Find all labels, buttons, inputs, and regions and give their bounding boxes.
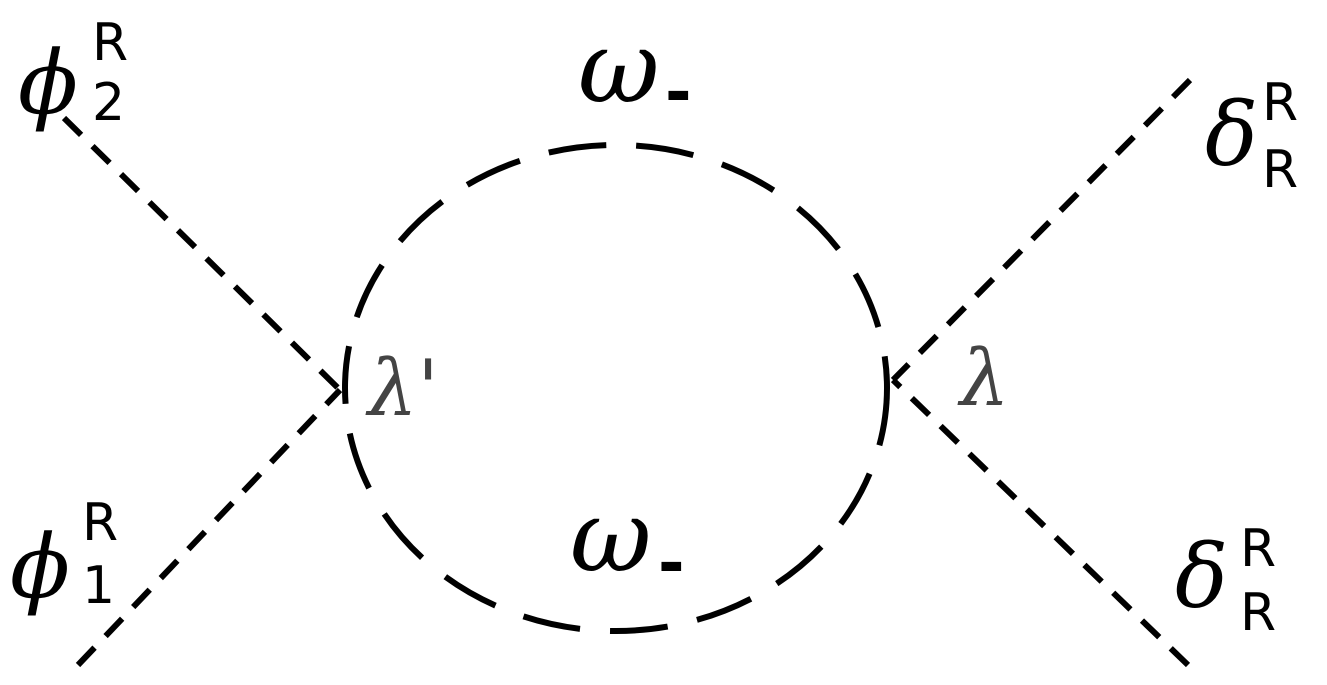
label-top-right-sup: R <box>1262 73 1298 133</box>
label-bottom-left-sub: 1 <box>82 556 115 616</box>
label-top-right-symbol: δ <box>1205 83 1258 186</box>
label-top-right: δ R R <box>1205 73 1298 200</box>
label-bottom-left: ϕ R 1 <box>10 493 118 618</box>
label-top-left: ϕ R 2 <box>18 13 128 134</box>
label-bottom-right-sub: R <box>1240 583 1276 643</box>
loop-bottom-symbol: ω <box>570 478 652 595</box>
leg-top-right <box>890 77 1193 383</box>
label-bottom-right-symbol: δ <box>1175 525 1228 628</box>
loop-top-symbol: ω <box>578 9 660 126</box>
label-bottom-right-sup: R <box>1240 519 1276 579</box>
loop-bottom-sub: - <box>658 527 685 601</box>
leg-bottom-right <box>890 377 1191 668</box>
label-bottom-left-symbol: ϕ <box>10 515 70 618</box>
leg-bottom-left <box>75 387 343 668</box>
label-bottom-left-sup: R <box>82 493 118 553</box>
loop-top-sub: - <box>665 56 692 130</box>
label-top-right-sub: R <box>1262 140 1298 200</box>
vertex-left-coupling: λ' <box>365 344 439 434</box>
loop-bottom-label: ω - <box>570 478 685 601</box>
loop <box>342 142 890 634</box>
label-top-left-sup: R <box>92 13 128 73</box>
loop-top-label: ω - <box>578 9 692 130</box>
leg-top-left <box>61 115 343 393</box>
label-top-left-symbol: ϕ <box>18 31 78 134</box>
label-top-left-sub: 2 <box>92 73 125 133</box>
vertex-right-coupling: λ <box>957 334 1009 424</box>
label-bottom-right: δ R R <box>1175 519 1276 643</box>
